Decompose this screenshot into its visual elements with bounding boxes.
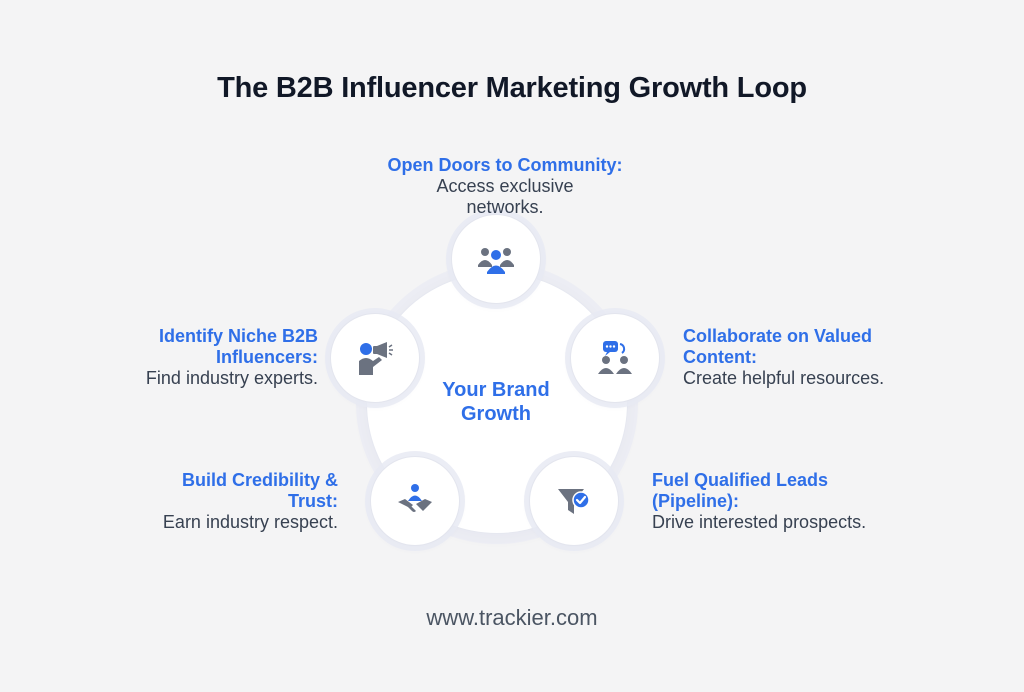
step-credibility-heading: Build Credibility & Trust: — [181, 470, 338, 511]
diagram-title: The B2B Influencer Marketing Growth Loop — [217, 72, 807, 104]
node-community — [451, 214, 541, 304]
step-identify: Identify Niche B2B Influencers: Find ind… — [40, 326, 318, 389]
center-label-line1: Your Brand — [442, 379, 550, 401]
funnel-check-icon — [558, 489, 590, 514]
step-leads: Fuel Qualified Leads (Pipeline): Drive i… — [652, 470, 972, 533]
step-identify-heading: Identify Niche B2B Influencers: — [158, 326, 318, 367]
collaboration-chat-icon — [598, 341, 632, 374]
step-community-heading: Open Doors to Community: — [387, 155, 623, 175]
footer-url: www.trackier.com — [426, 605, 598, 630]
step-collaborate-heading: Collaborate on Valued Content: — [683, 326, 873, 367]
node-collaborate — [570, 313, 660, 403]
influencer-megaphone-icon — [359, 342, 393, 375]
step-credibility: Build Credibility & Trust: Earn industry… — [40, 470, 338, 533]
step-collaborate: Collaborate on Valued Content: Create he… — [683, 326, 983, 389]
step-community-description: Access exclusive networks. — [436, 176, 574, 217]
step-credibility-description: Earn industry respect. — [162, 512, 338, 532]
step-leads-heading: Fuel Qualified Leads (Pipeline): — [652, 470, 829, 511]
step-collaborate-description: Create helpful resources. — [683, 368, 885, 388]
step-community: Open Doors to Community: Access exclusiv… — [342, 155, 668, 218]
step-identify-description: Find industry experts. — [145, 368, 318, 388]
center-label-line2: Growth — [461, 403, 531, 425]
handshake-icon — [398, 484, 432, 512]
community-people-icon — [478, 248, 514, 274]
node-identify — [330, 313, 420, 403]
node-leads — [529, 456, 619, 546]
center-label: Your Brand Growth — [416, 378, 576, 426]
step-leads-description: Drive interested prospects. — [652, 512, 867, 532]
node-credibility — [370, 456, 460, 546]
